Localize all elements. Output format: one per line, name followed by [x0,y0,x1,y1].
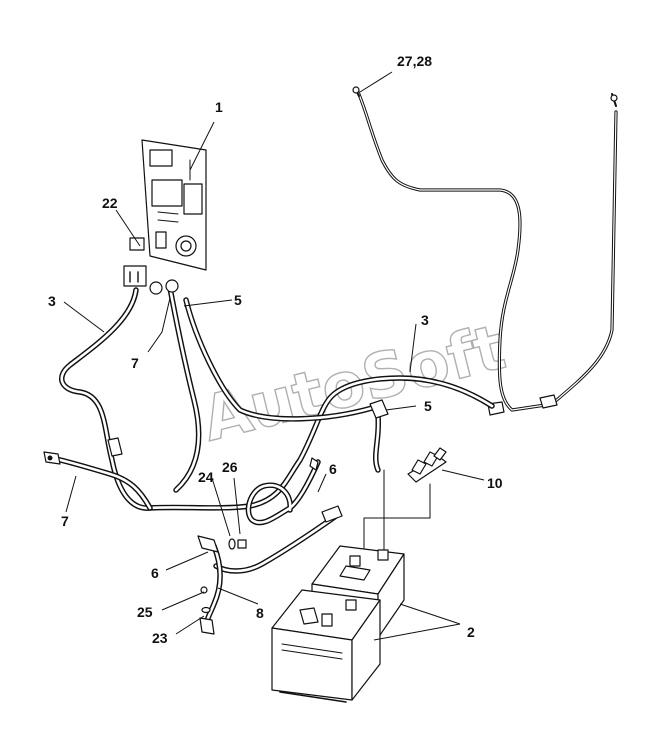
relay-22 [129,237,145,251]
wire-to-battery [363,469,431,553]
cable-8 [197,535,223,635]
cable-6 [213,457,343,574]
washer-23 [201,606,211,614]
callout-25: 25 [137,604,153,620]
cable-5 [167,285,389,493]
callout-8: 8 [256,605,264,621]
relay-block [149,149,173,167]
cable-7-left [43,451,153,511]
callout-5-mid: 5 [424,398,432,414]
fuse-board-1 [123,139,207,295]
callouts: 1 2 3 3 5 5 6 6 7 7 8 10 22 23 24 26 25 … [48,53,503,646]
fasteners [200,538,247,614]
harness-3 [59,287,495,511]
connector-10 [407,447,447,483]
callout-27-28: 27,28 [397,53,432,69]
callout-23: 23 [152,630,168,646]
callout-3-right: 3 [421,312,429,328]
callout-2: 2 [467,624,475,640]
callout-26: 26 [222,459,238,475]
callout-7-upper: 7 [131,355,139,371]
callout-5-top: 5 [234,292,242,308]
callout-22: 22 [102,195,118,211]
callout-1: 1 [215,99,223,115]
bolt-25 [200,586,208,594]
terminal-block [123,265,147,287]
battery-lower [271,589,381,703]
washer-24 [228,538,236,550]
bolt-26 [237,539,247,549]
callout-6-right: 6 [329,461,337,477]
callout-3-left: 3 [48,293,56,309]
leader-lines [63,71,485,641]
callout-7-lower: 7 [61,513,69,529]
callout-6-left: 6 [151,565,159,581]
callout-10: 10 [487,475,503,491]
callout-24: 24 [198,469,214,485]
